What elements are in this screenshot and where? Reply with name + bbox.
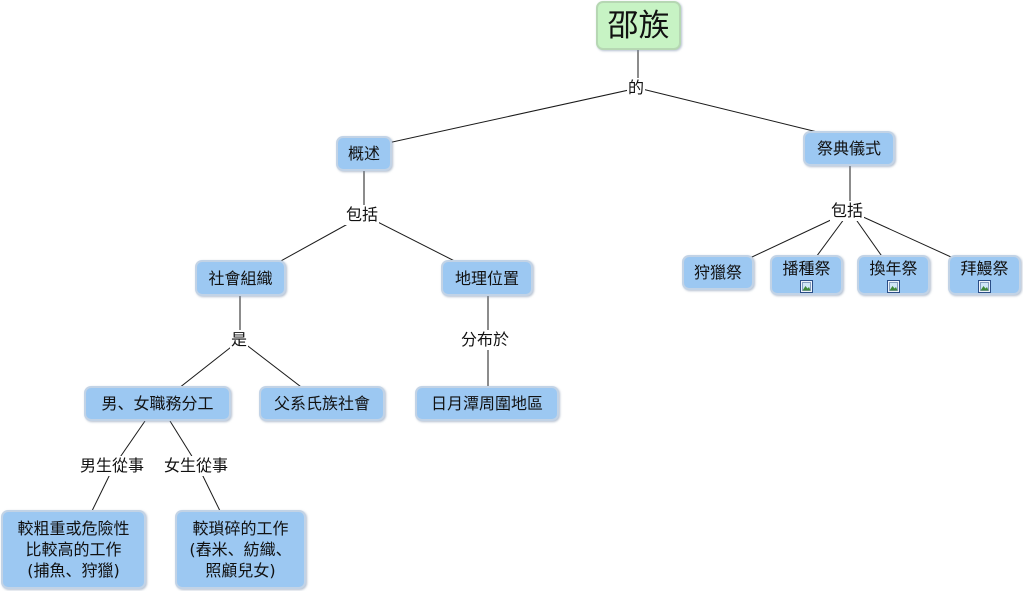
concept-label: 日月潭周圍地區 <box>430 394 543 413</box>
concept-label: 拜鰻祭 <box>960 258 1009 278</box>
concept-overview[interactable]: 概述 <box>336 136 392 171</box>
concept-male-work[interactable]: 較粗重或危險性 比較高的工作 (捕魚、狩獵) <box>1 510 146 589</box>
link-label-include-overview: 包括 <box>345 205 380 225</box>
concept-eel-worship-festival[interactable]: 拜鰻祭 <box>948 255 1021 295</box>
concept-hunting-festival[interactable]: 狩獵祭 <box>682 255 754 290</box>
concept-female-work[interactable]: 較瑣碎的工作 (舂米、紡織、 照顧兒女) <box>175 510 306 589</box>
concept-label: 邵族 <box>607 7 670 44</box>
concept-region[interactable]: 日月潭周圍地區 <box>415 386 559 421</box>
concept-label: 父系氏族社會 <box>273 394 370 413</box>
concept-new-year-festival[interactable]: 換年祭 <box>857 255 930 295</box>
concept-label: 社會組織 <box>208 268 273 288</box>
image-attachment-icon[interactable] <box>887 279 900 293</box>
image-attachment-icon[interactable] <box>978 279 991 293</box>
link-label-de: 的 <box>627 78 646 98</box>
concept-patrilineal[interactable]: 父系氏族社會 <box>259 386 385 421</box>
concept-ceremony[interactable]: 祭典儀式 <box>803 131 895 166</box>
concept-label: 祭典儀式 <box>816 139 881 158</box>
concept-label: 換年祭 <box>869 258 918 278</box>
concept-label: 較瑣碎的工作 (舂米、紡織、 照顧兒女) <box>189 519 292 580</box>
concept-label: 概述 <box>347 144 380 163</box>
link-label-distributed: 分布於 <box>460 330 511 350</box>
concept-social-organization[interactable]: 社會組織 <box>195 260 286 296</box>
concept-label: 播種祭 <box>782 258 831 278</box>
concept-labor-division[interactable]: 男、女職務分工 <box>84 386 231 421</box>
image-attachment-icon[interactable] <box>800 279 813 293</box>
concept-label: 男、女職務分工 <box>101 394 214 413</box>
concept-sowing-festival[interactable]: 播種祭 <box>770 255 843 295</box>
concept-root[interactable]: 邵族 <box>596 1 681 50</box>
link-label-female: 女生從事 <box>163 456 230 476</box>
concept-label: 地理位置 <box>454 268 519 288</box>
link-label-male: 男生從事 <box>79 456 146 476</box>
concept-label: 狩獵祭 <box>693 263 742 282</box>
link-label-is: 是 <box>230 330 249 350</box>
concept-geography[interactable]: 地理位置 <box>441 260 533 296</box>
concept-label: 較粗重或危險性 比較高的工作 (捕魚、狩獵) <box>17 519 130 580</box>
link-label-include-ceremony: 包括 <box>830 201 865 221</box>
